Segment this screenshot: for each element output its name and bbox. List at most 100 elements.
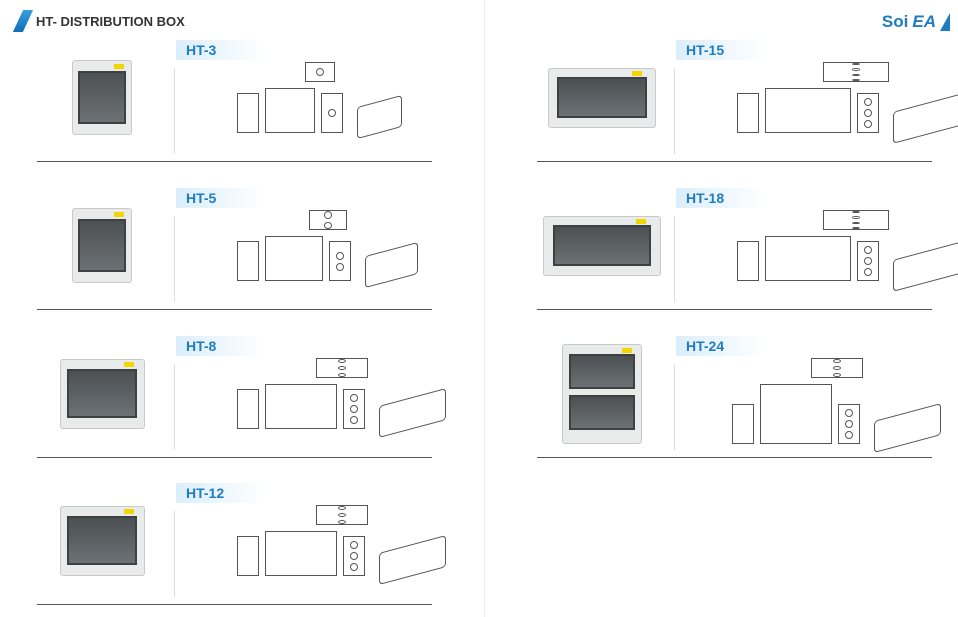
product-photo (543, 215, 661, 276)
section-rule (537, 457, 932, 458)
column-divider (174, 216, 175, 302)
page-divider (484, 0, 485, 617)
knockout-hole-icon (323, 221, 332, 229)
knockout-hole-icon (350, 416, 358, 424)
slash-icon (12, 10, 34, 32)
knockout-hole-icon (323, 211, 332, 219)
logo-triangle-icon (940, 13, 950, 31)
column-divider (674, 364, 675, 450)
knockout-hole-icon (845, 420, 853, 428)
product-photo (72, 208, 132, 283)
front-view (265, 531, 337, 576)
front-view (265, 88, 315, 133)
front-view (265, 236, 323, 281)
product-photo (59, 358, 145, 429)
knockout-hole-icon (350, 541, 358, 549)
model-tag: HT-5 (176, 188, 266, 208)
isometric-view (379, 535, 446, 585)
page-header: HT- DISTRIBUTION BOX (12, 10, 185, 32)
side-view (737, 93, 759, 133)
top-view (315, 505, 368, 525)
knockout-hole-icon (864, 98, 872, 106)
isometric-view (874, 403, 941, 453)
knockout-hole-icon (864, 246, 872, 254)
knockout-hole-icon (832, 359, 841, 363)
page-title: HT- DISTRIBUTION BOX (36, 13, 185, 29)
side-view (237, 536, 259, 576)
knockout-hole-icon (851, 68, 860, 71)
knockout-hole-icon (832, 366, 841, 370)
end-view (343, 389, 365, 429)
isometric-view (365, 241, 418, 289)
product-photo (548, 67, 656, 128)
end-view (343, 536, 365, 576)
knockout-hole-icon (337, 366, 346, 370)
knockout-hole-icon (851, 63, 860, 66)
product-ht-5: HT-5 (37, 188, 432, 310)
product-ht-24: HT-24 (537, 336, 941, 458)
section-rule (37, 309, 432, 310)
knockout-hole-icon (851, 211, 860, 214)
knockout-hole-icon (864, 109, 872, 117)
knockout-hole-icon (350, 563, 358, 571)
column-divider (174, 364, 175, 450)
product-ht-12: HT-12 (37, 483, 446, 605)
knockout-hole-icon (328, 109, 336, 117)
product-photo (72, 60, 132, 135)
column-divider (174, 511, 175, 597)
knockout-hole-icon (864, 268, 872, 276)
technical-drawing (237, 62, 402, 140)
end-view (857, 241, 879, 281)
model-tag: HT-8 (176, 336, 266, 356)
side-view (237, 93, 259, 133)
product-ht-18: HT-18 (537, 188, 958, 310)
top-view (810, 358, 863, 378)
knockout-hole-icon (851, 78, 860, 81)
technical-drawing (732, 358, 941, 453)
knockout-hole-icon (337, 373, 346, 377)
side-view (732, 404, 754, 444)
knockout-hole-icon (851, 226, 860, 229)
knockout-hole-icon (832, 373, 841, 377)
model-tag: HT-24 (676, 336, 766, 356)
knockout-hole-icon (336, 262, 344, 271)
technical-drawing (237, 358, 446, 438)
model-tag: HT-18 (676, 188, 766, 208)
knockout-hole-icon (851, 73, 860, 76)
knockout-hole-icon (337, 359, 346, 363)
column-divider (674, 216, 675, 302)
isometric-view (357, 94, 402, 140)
technical-drawing (737, 210, 958, 292)
side-view (737, 241, 759, 281)
knockout-hole-icon (350, 394, 358, 402)
model-tag: HT-3 (176, 40, 266, 60)
side-view (237, 241, 259, 281)
knockout-hole-icon (350, 552, 358, 560)
column-divider (674, 68, 675, 154)
knockout-hole-icon (851, 221, 860, 224)
isometric-view (379, 388, 446, 438)
column-divider (174, 68, 175, 154)
section-rule (37, 457, 432, 458)
model-tag: HT-15 (676, 40, 766, 60)
side-view (237, 389, 259, 429)
top-view (308, 210, 347, 230)
end-view (838, 404, 860, 444)
technical-drawing (237, 210, 418, 289)
section-rule (37, 161, 432, 162)
isometric-view (893, 238, 958, 292)
product-photo (59, 505, 145, 576)
top-view (304, 62, 335, 82)
end-view (321, 93, 343, 133)
knockout-hole-icon (337, 513, 346, 517)
knockout-hole-icon (337, 506, 346, 510)
knockout-hole-icon (350, 405, 358, 413)
product-ht-15: HT-15 (537, 40, 958, 162)
product-ht-3: HT-3 (37, 40, 432, 162)
section-rule (537, 309, 932, 310)
end-view (857, 93, 879, 133)
knockout-hole-icon (337, 520, 346, 524)
knockout-hole-icon (845, 431, 853, 439)
knockout-hole-icon (851, 216, 860, 219)
